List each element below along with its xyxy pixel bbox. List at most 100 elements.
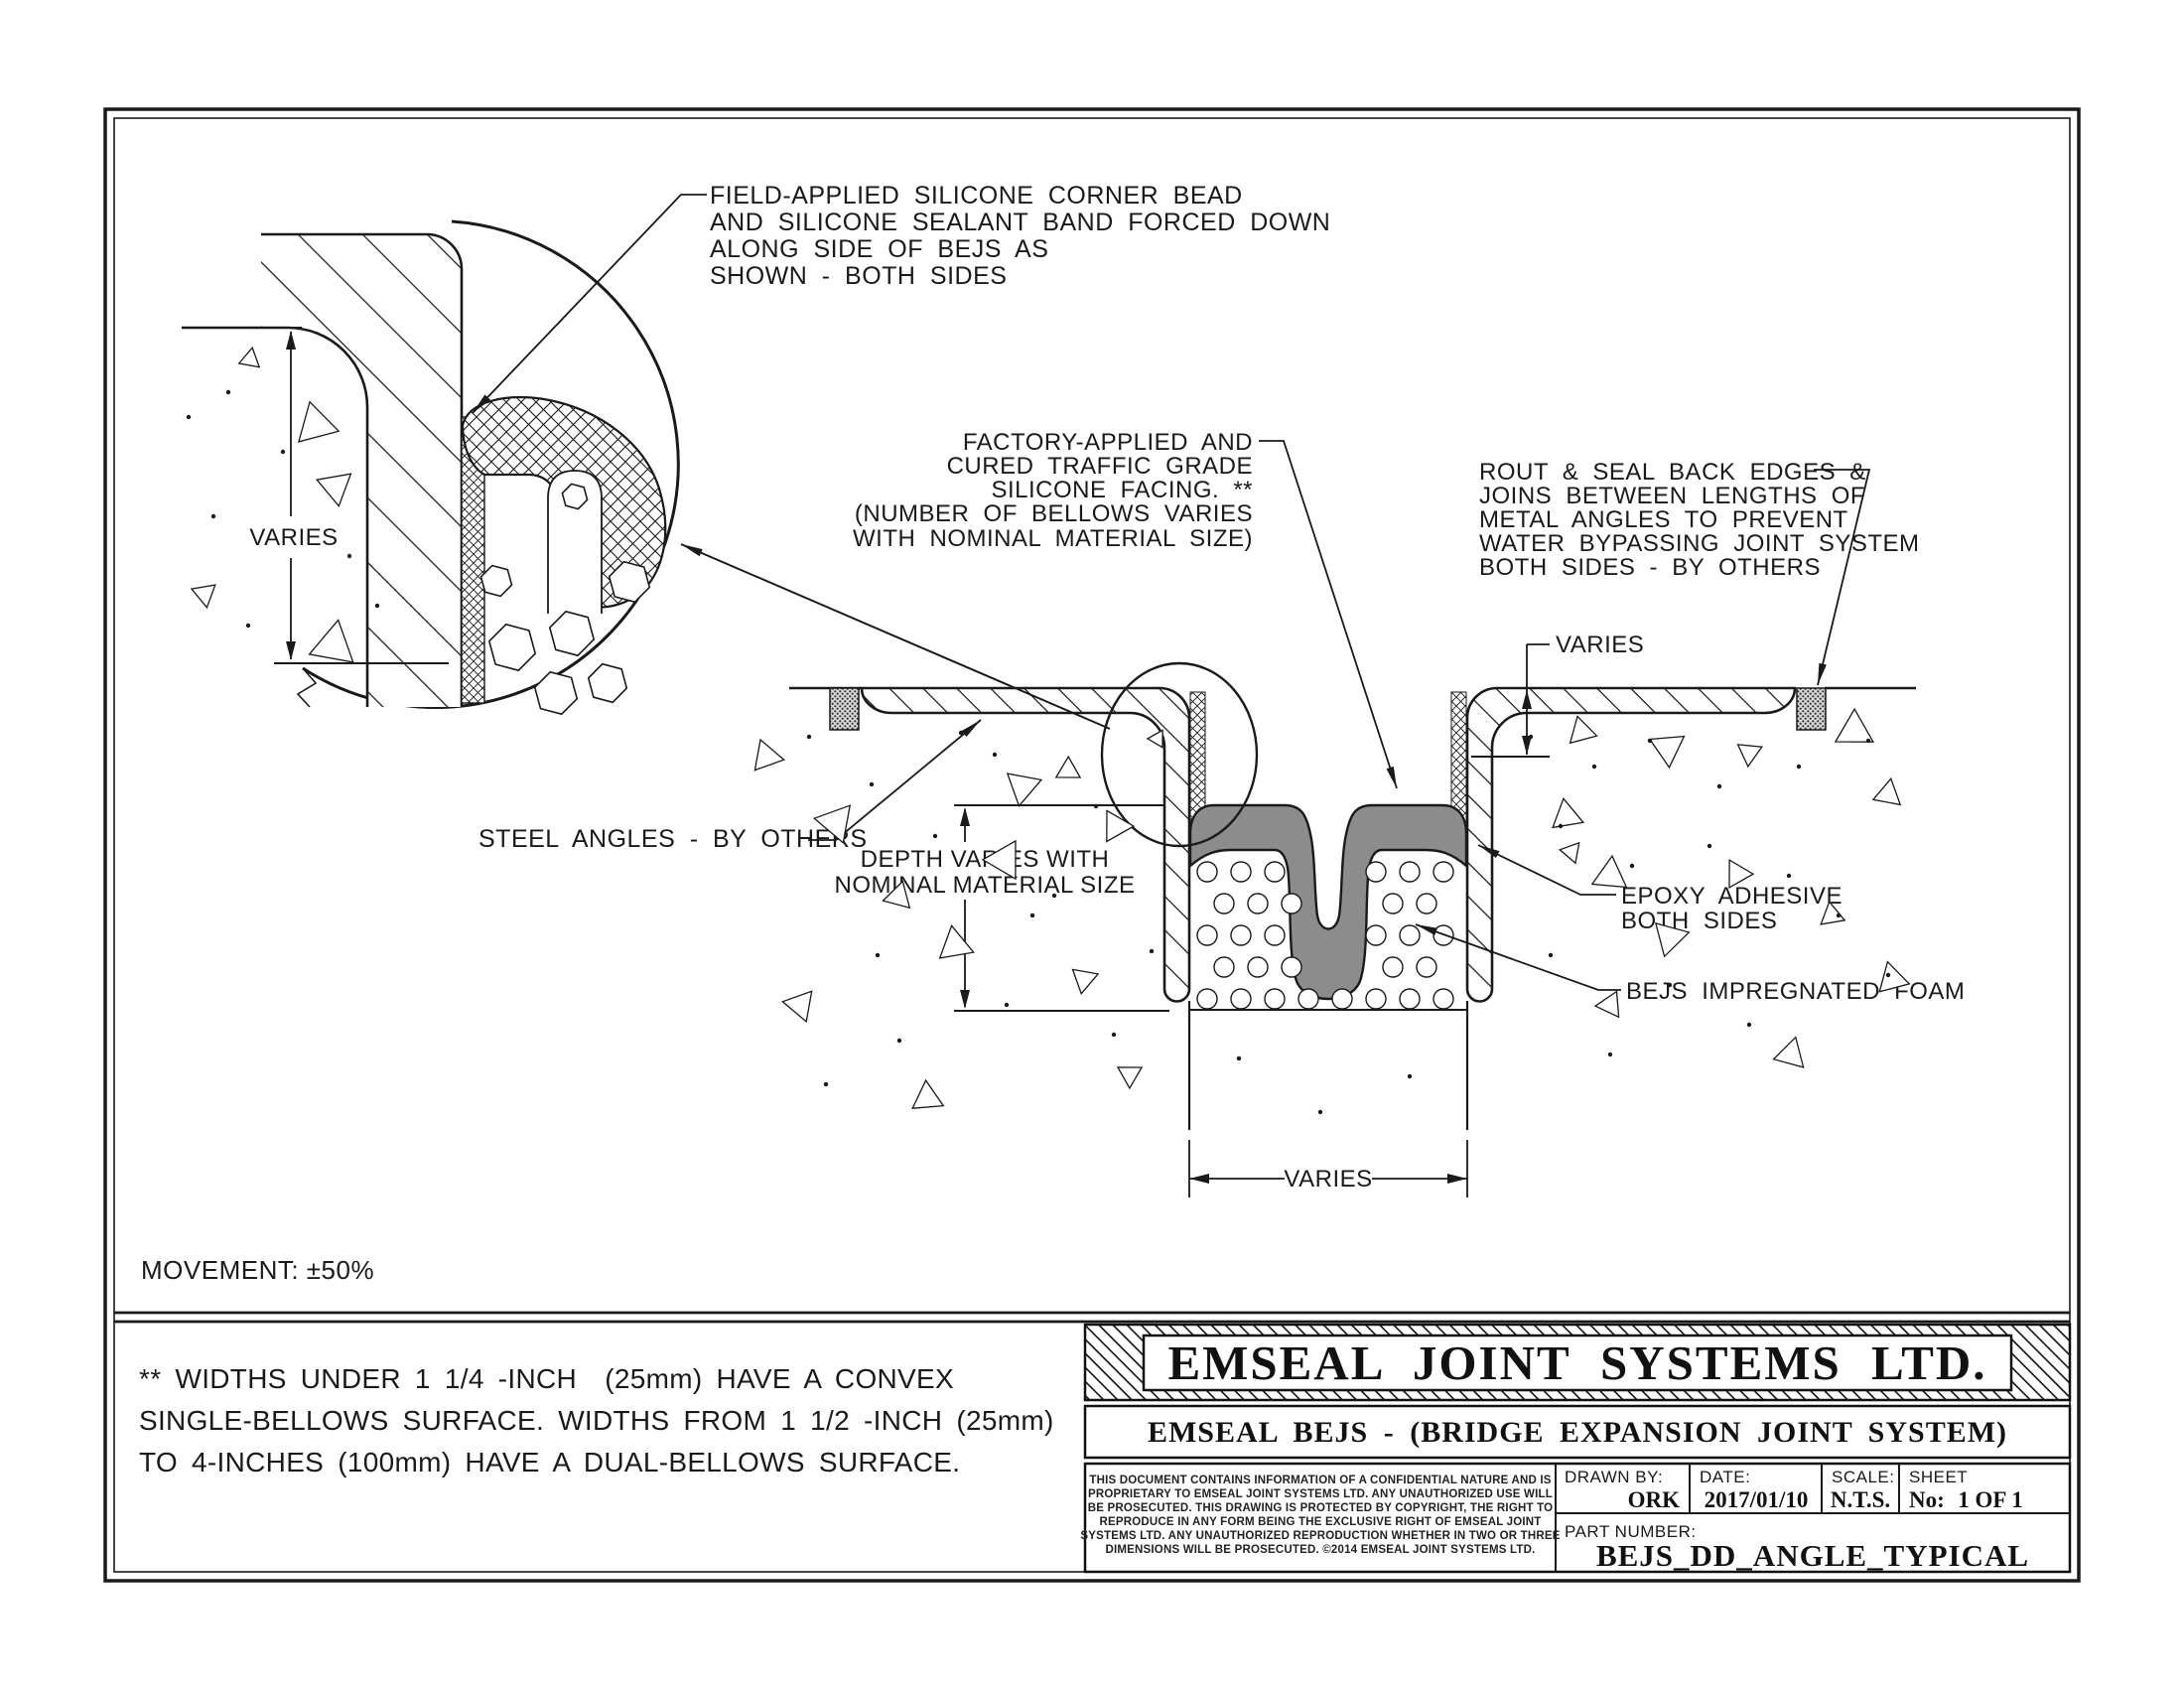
aggregate-triangle bbox=[237, 346, 261, 368]
aggregate-dot bbox=[1558, 823, 1564, 829]
field-applied-line2: AND SILICONE SEALANT BAND FORCED DOWN bbox=[710, 209, 1330, 236]
foam-cell bbox=[1399, 861, 1421, 883]
part-number-label: PART NUMBER: bbox=[1565, 1522, 1697, 1541]
aggregate-dot bbox=[1746, 1022, 1752, 1028]
foam-cell bbox=[1247, 893, 1269, 914]
factory-line2: CURED TRAFFIC GRADE bbox=[947, 453, 1253, 480]
bejs-foam-leader bbox=[1415, 923, 1621, 991]
foam-cell bbox=[1365, 924, 1387, 946]
right-varies-dimension: VARIES bbox=[1471, 632, 1644, 758]
steel-angles-leader bbox=[808, 719, 982, 841]
aggregate-dot bbox=[806, 734, 812, 740]
aggregate-triangle bbox=[1871, 776, 1902, 806]
aggregate-triangle bbox=[308, 619, 354, 663]
steel-angles-label: STEEL ANGLES - BY OTHERS bbox=[478, 825, 868, 853]
corner-bead-detail: VARIES bbox=[182, 219, 680, 709]
foam-cell bbox=[1196, 988, 1218, 1010]
foam-cell bbox=[1365, 988, 1387, 1010]
aggregate-triangle bbox=[813, 804, 852, 845]
detail-connector-leader bbox=[680, 543, 1111, 730]
aggregate-triangle bbox=[1106, 809, 1136, 843]
detail-varies-label: VARIES bbox=[249, 524, 338, 551]
aggregate-dot bbox=[1029, 913, 1035, 918]
leader-lines bbox=[472, 194, 1871, 991]
aggregate-triangle bbox=[1878, 960, 1911, 993]
scale-value: N.T.S. bbox=[1831, 1487, 1890, 1512]
field-applied-note: FIELD-APPLIED SILICONE CORNER BEAD AND S… bbox=[710, 182, 1330, 290]
foam-hexagon bbox=[608, 560, 651, 604]
foam-cell bbox=[1382, 893, 1404, 914]
detail-bellows-channel bbox=[547, 470, 603, 614]
detail-varies-dimension: VARIES bbox=[182, 327, 449, 664]
scale-label: SCALE: bbox=[1832, 1468, 1894, 1486]
aggregate-triangle bbox=[297, 400, 341, 443]
company-band: EMSEAL JOINT SYSTEMS LTD. bbox=[1083, 1323, 2072, 1402]
foam-cell bbox=[1399, 988, 1421, 1010]
aggregate-dot bbox=[1111, 1032, 1117, 1038]
aggregate-triangle bbox=[1736, 744, 1763, 769]
field-applied-line4: SHOWN - BOTH SIDES bbox=[710, 262, 1007, 290]
aggregate-dot bbox=[1528, 734, 1534, 740]
detail-indicator-circle bbox=[1100, 661, 1259, 848]
drawn-by-label: DRAWN BY: bbox=[1565, 1468, 1663, 1486]
aggregate-dot bbox=[1885, 972, 1891, 978]
aggregate-triangle bbox=[190, 584, 216, 610]
part-number-cell: PART NUMBER: BEJS_DD_ANGLE_TYPICAL bbox=[1565, 1522, 2029, 1573]
epoxy-line1: EPOXY ADHESIVE bbox=[1621, 883, 1843, 910]
legal-line4: REPRODUCE IN ANY FORM BEING THE EXCLUSIV… bbox=[1100, 1516, 1542, 1528]
anchor-block-left bbox=[829, 687, 860, 731]
aggregate-dot bbox=[1667, 982, 1673, 988]
aggregate-dot bbox=[992, 752, 998, 758]
aggregate-dot bbox=[823, 1081, 829, 1087]
dimensions: DEPTH VARIES WITH NOMINAL MATERIAL SIZE … bbox=[835, 632, 1644, 1197]
aggregate-triangle bbox=[1006, 773, 1043, 807]
foam-cell bbox=[1399, 924, 1421, 946]
part-number-value: BEJS_DD_ANGLE_TYPICAL bbox=[1596, 1538, 2029, 1573]
aggregate-dot bbox=[958, 730, 964, 736]
foam-cell bbox=[1264, 924, 1286, 946]
foam-hexagon bbox=[533, 670, 579, 716]
aggregate-triangle bbox=[882, 880, 911, 910]
foam-cell bbox=[1196, 924, 1218, 946]
aggregate-triangle bbox=[1569, 715, 1598, 745]
foam-cell bbox=[1213, 893, 1235, 914]
info-section: THIS DOCUMENT CONTAINS INFORMATION OF A … bbox=[1080, 1462, 2072, 1574]
date-value: 2017/01/10 bbox=[1705, 1487, 1809, 1512]
title-block: EMSEAL JOINT SYSTEMS LTD. EMSEAL BEJS - … bbox=[1080, 1323, 2072, 1574]
field-applied-line3: ALONG SIDE OF BEJS AS bbox=[710, 235, 1048, 263]
foam-hexagon bbox=[561, 483, 589, 510]
legal-line5: SYSTEMS LTD. ANY UNAUTHORIZED REPRODUCTI… bbox=[1080, 1530, 1560, 1542]
subtitle-row: EMSEAL BEJS - (BRIDGE EXPANSION JOINT SY… bbox=[1083, 1404, 2072, 1460]
aggregate-dot bbox=[1317, 1109, 1323, 1115]
note-line2: SINGLE-BELLOWS SURFACE. WIDTHS FROM 1 1/… bbox=[139, 1405, 1054, 1436]
factory-line1: FACTORY-APPLIED AND bbox=[963, 429, 1253, 456]
foam-cell bbox=[1365, 861, 1387, 883]
aggregate-dot bbox=[186, 414, 192, 420]
aggregate-dot bbox=[1796, 764, 1802, 770]
aggregate-triangle bbox=[1146, 729, 1163, 749]
factory-line4: (NUMBER OF BELLOWS VARIES bbox=[855, 500, 1253, 527]
aggregate-triangle bbox=[1593, 990, 1620, 1019]
impregnated-foam-texture bbox=[479, 483, 1454, 1010]
bottom-varies-dimension: VARIES bbox=[1188, 1140, 1468, 1197]
sheet-no-label: No: bbox=[1909, 1487, 1945, 1512]
aggregate-triangle bbox=[781, 990, 813, 1024]
aggregate-dot bbox=[210, 513, 216, 519]
rout-line4: WATER BYPASSING JOINT SYSTEM bbox=[1479, 530, 1920, 557]
aggregate-triangle bbox=[911, 1078, 945, 1109]
foam-cell bbox=[1281, 956, 1302, 978]
epoxy-leader bbox=[1477, 844, 1616, 896]
rout-line3: METAL ANGLES TO PREVENT bbox=[1479, 506, 1848, 533]
rout-line5: BOTH SIDES - BY OTHERS bbox=[1479, 554, 1821, 581]
drawn-by-cell: DRAWN BY: ORK bbox=[1565, 1468, 1680, 1512]
foam-hexagon bbox=[548, 610, 596, 657]
detail-steel-angle-hatch bbox=[261, 234, 462, 707]
drawing-title: EMSEAL BEJS - (BRIDGE EXPANSION JOINT SY… bbox=[1148, 1416, 2007, 1449]
foam-cell bbox=[1331, 988, 1353, 1010]
aggregate-dot bbox=[896, 1038, 902, 1044]
note-line1: ** WIDTHS UNDER 1 1/4 -INCH (25mm) HAVE … bbox=[139, 1363, 954, 1394]
foam-cell bbox=[1230, 924, 1252, 946]
right-varies-label: VARIES bbox=[1556, 632, 1644, 658]
bellows-note: ** WIDTHS UNDER 1 1/4 -INCH (25mm) HAVE … bbox=[139, 1363, 1054, 1477]
foam-cell bbox=[1247, 956, 1269, 978]
